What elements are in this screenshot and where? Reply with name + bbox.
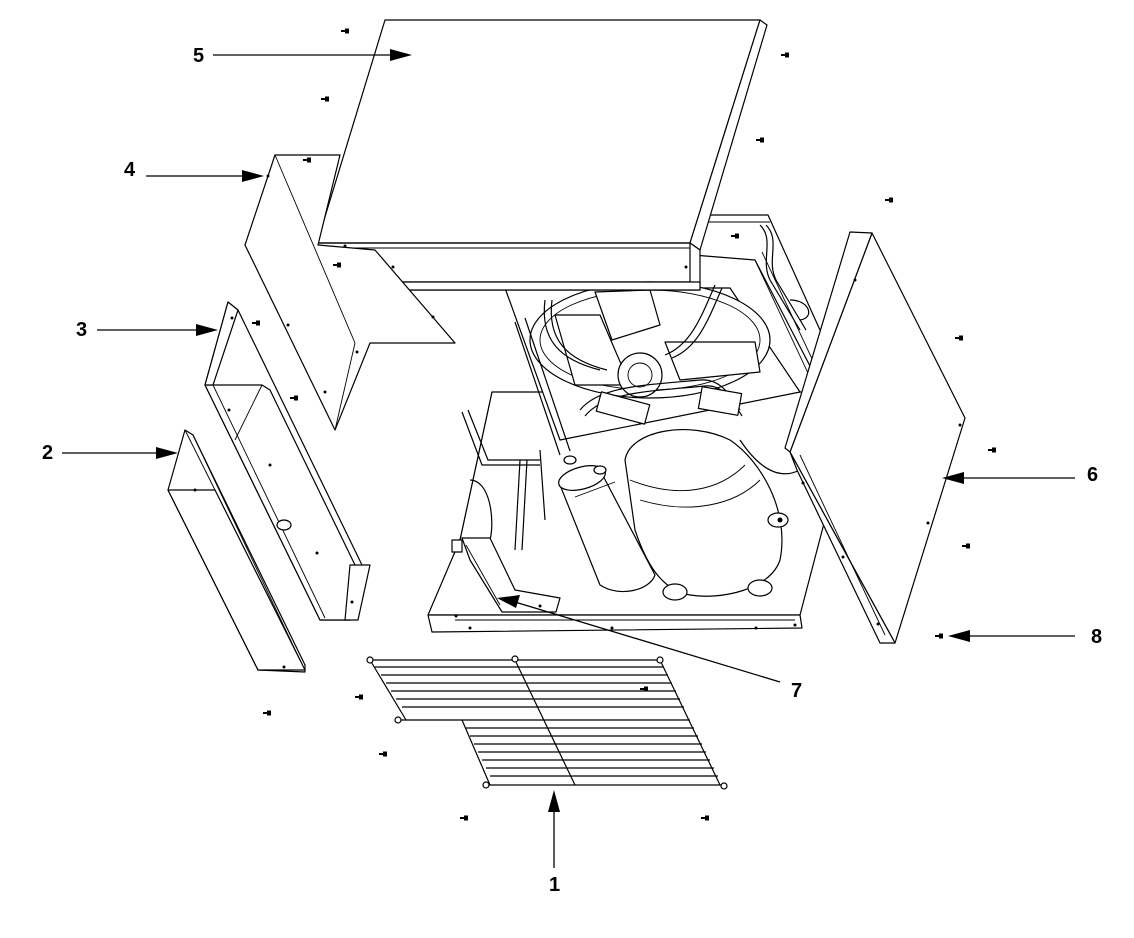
screw [987, 446, 997, 454]
screw [289, 394, 299, 402]
screw [340, 27, 350, 35]
screw [934, 632, 944, 640]
callout-8: 8 [1091, 626, 1102, 648]
callout-leaders [62, 49, 1075, 868]
front-channel [167, 429, 306, 673]
receiver-tank [558, 455, 656, 593]
screw [780, 51, 790, 59]
screw [755, 136, 765, 144]
callout-2: 2 [42, 442, 53, 464]
control-bracket [451, 537, 561, 613]
compressor [624, 429, 789, 601]
callout-4: 4 [124, 159, 136, 181]
screw [320, 95, 330, 103]
callout-5: 5 [193, 45, 204, 67]
screw [884, 196, 894, 204]
screw [262, 709, 272, 717]
callout-6: 6 [1087, 464, 1098, 486]
side-panel-right [784, 231, 966, 644]
tubing [461, 284, 801, 551]
callout-labels: 5 4 3 2 6 8 7 1 [42, 45, 1102, 896]
grille [366, 655, 728, 790]
screw [459, 814, 469, 822]
screw [354, 693, 364, 701]
side-channel [204, 301, 371, 621]
screw [961, 542, 971, 550]
screw [251, 319, 261, 327]
callout-7: 7 [791, 680, 802, 702]
top-cover [316, 19, 768, 291]
screw [378, 750, 388, 758]
callout-1: 1 [549, 874, 560, 896]
screw [954, 334, 964, 342]
back-panel [244, 154, 456, 431]
screw [700, 814, 710, 822]
callout-3: 3 [76, 319, 87, 341]
